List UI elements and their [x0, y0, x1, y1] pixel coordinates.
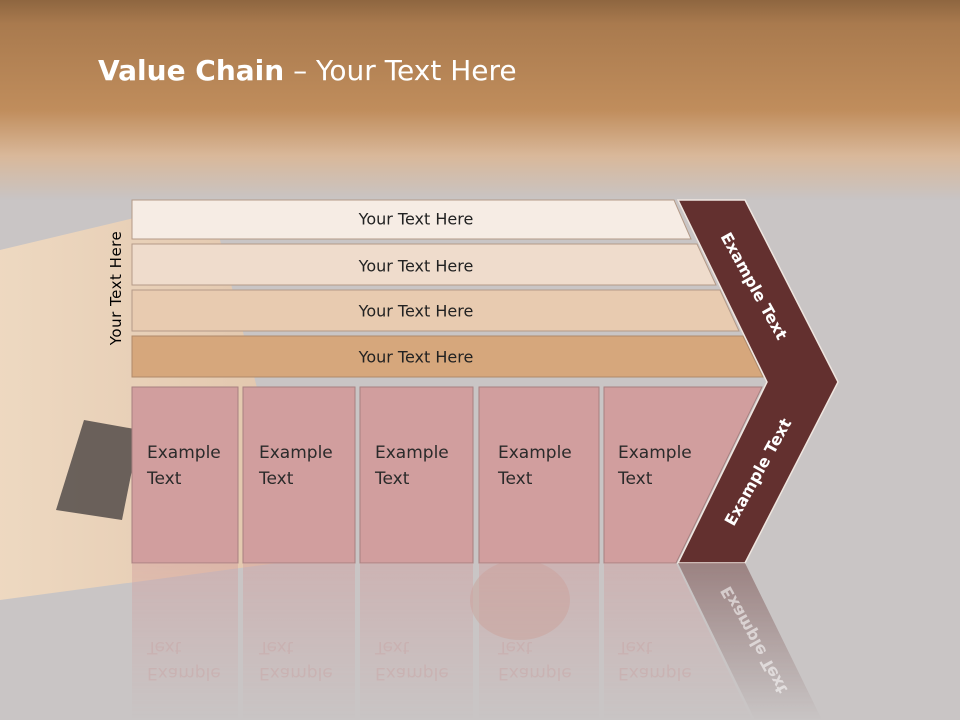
title-rest: – Your Text Here	[284, 54, 517, 87]
row-3	[131, 289, 740, 332]
row-1-label: Your Text Here	[358, 209, 474, 229]
box-1-line2: Text	[147, 469, 182, 489]
row-3-label: Your Text Here	[358, 301, 474, 321]
box-2-line1: Example	[259, 443, 333, 463]
row-4-label: Your Text Here	[358, 347, 474, 367]
box-4	[478, 386, 600, 564]
box-5-reflection: Example Text	[618, 634, 708, 686]
box-1-refl-line1: Example	[147, 663, 221, 683]
title-bold: Value Chain	[98, 54, 285, 87]
box-2-refl-line2: Text	[259, 637, 294, 657]
box-1-reflection: Example Text	[147, 634, 237, 686]
box-5-line1: Example	[618, 443, 692, 463]
box-5-label: Example Text	[618, 440, 708, 492]
box-3-label: Example Text	[375, 440, 465, 492]
box-3-refl-line2: Text	[375, 637, 410, 657]
box-3-line2: Text	[375, 469, 410, 489]
box-2-refl-line1: Example	[259, 663, 333, 683]
row-2	[131, 243, 717, 286]
box-2-label: Example Text	[259, 440, 349, 492]
box-4-label: Example Text	[498, 440, 588, 492]
box-4-refl-line2: Text	[498, 637, 533, 657]
box-4-line1: Example	[498, 443, 572, 463]
box-3-refl-line1: Example	[375, 663, 449, 683]
box-2-line2: Text	[259, 469, 294, 489]
box-1-label: Example Text	[147, 440, 237, 492]
box-4-reflection: Example Text	[498, 634, 588, 686]
box-1-refl-line2: Text	[147, 637, 182, 657]
box-4-refl-line1: Example	[498, 663, 572, 683]
row-4	[131, 335, 764, 378]
box-5-refl-line1: Example	[618, 663, 692, 683]
row-1	[131, 199, 692, 240]
box-3-reflection: Example Text	[375, 634, 465, 686]
box-2-reflection: Example Text	[259, 634, 349, 686]
box-1-line1: Example	[147, 443, 221, 463]
box-1	[131, 386, 239, 564]
box-3-line1: Example	[375, 443, 449, 463]
box-5-refl-line2: Text	[618, 637, 653, 657]
row-2-label: Your Text Here	[358, 256, 474, 276]
vertical-label: Your Text Here	[107, 230, 125, 346]
box-4-line2: Text	[498, 469, 533, 489]
slide-title: Value Chain – Your Text Here	[98, 54, 517, 87]
box-5-line2: Text	[618, 469, 653, 489]
box-2	[242, 386, 356, 564]
reflection	[132, 563, 822, 720]
